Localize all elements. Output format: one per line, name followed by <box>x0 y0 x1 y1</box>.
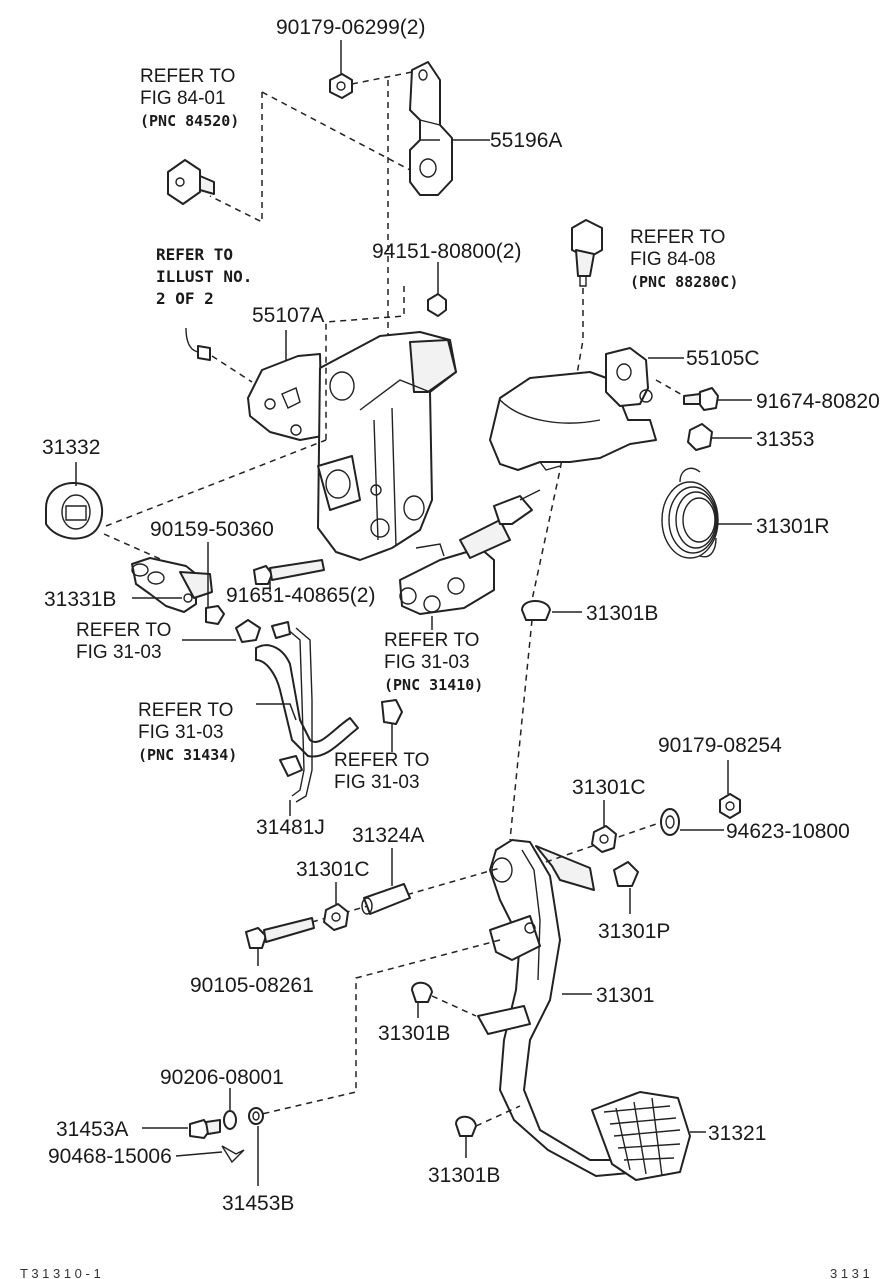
hose-clip <box>381 699 403 725</box>
label-31324A: 31324A <box>352 824 424 847</box>
label-94623-10800: 94623-10800 <box>726 820 850 843</box>
svg-text:2 OF 2: 2 OF 2 <box>156 289 214 308</box>
hose-31481J <box>235 619 359 803</box>
grommet-31332 <box>45 482 104 540</box>
label-31481J: 31481J <box>256 816 325 839</box>
label-55105C: 55105C <box>686 347 760 370</box>
bracket-55196A <box>409 61 453 196</box>
label-31301B-upper: 31301B <box>586 602 658 625</box>
svg-text:REFER TO: REFER TO <box>76 620 171 641</box>
svg-text:REFER TO: REFER TO <box>138 700 233 721</box>
label-31353: 31353 <box>756 428 814 451</box>
refer-illust-2-of-2: REFER TO ILLUST NO. 2 OF 2 <box>156 245 252 308</box>
master-cylinder <box>399 489 541 615</box>
label-90468-15006: 90468-15006 <box>48 1145 172 1168</box>
bushing-31453B <box>248 1107 264 1125</box>
refer-fig-84-01: REFER TO FIG 84-01 (PNC 84520) <box>140 66 239 130</box>
label-31321: 31321 <box>708 1122 766 1145</box>
label-31453A: 31453A <box>56 1118 128 1141</box>
pin-31301B-lower <box>455 1115 477 1137</box>
pin-31453A <box>189 1119 221 1139</box>
clip-31353 <box>687 423 713 451</box>
screw-90159-50360 <box>205 605 225 625</box>
clip-31301P <box>613 861 639 887</box>
refer-fig-31-03-d: REFER TO FIG 31-03 <box>334 750 429 793</box>
svg-text:(PNC 31434): (PNC 31434) <box>138 746 237 764</box>
svg-text:FIG 31-03: FIG 31-03 <box>76 642 162 663</box>
refer-fig-84-08: REFER TO FIG 84-08 (PNC 88280C) <box>630 227 738 291</box>
svg-text:REFER TO: REFER TO <box>334 750 429 771</box>
bracket-55105C <box>489 347 657 471</box>
footer-left-fragment: T 3 1 3 1 0 - 1 <box>20 1266 101 1279</box>
label-31453B: 31453B <box>222 1192 294 1215</box>
label-90179-08254: 90179-08254 <box>658 734 782 757</box>
svg-text:(PNC 84520): (PNC 84520) <box>140 112 239 130</box>
label-31301C-right: 31301C <box>572 776 646 799</box>
spring-31301R <box>661 467 719 559</box>
refer-fig-31-03-a: REFER TO FIG 31-03 <box>76 620 171 663</box>
svg-text:(PNC 88280C): (PNC 88280C) <box>630 273 738 291</box>
refer-fig-31-03-c: REFER TO FIG 31-03 (PNC 31434) <box>138 700 237 764</box>
label-31301B-middle: 31301B <box>378 1022 450 1045</box>
label-55107A: 55107A <box>252 304 324 327</box>
pedal-pad-31321 <box>591 1091 691 1181</box>
washer-90206-08001 <box>223 1110 237 1130</box>
pin-31301B-upper <box>521 600 551 621</box>
refer-fig-31-03-b: REFER TO FIG 31-03 (PNC 31410) <box>384 630 483 694</box>
label-31301P: 31301P <box>598 920 670 943</box>
label-31301R: 31301R <box>756 515 830 538</box>
label-90206-08001: 90206-08001 <box>160 1066 284 1089</box>
svg-text:FIG 31-03: FIG 31-03 <box>334 772 420 793</box>
svg-text:REFER TO: REFER TO <box>156 245 233 264</box>
bracket-55107A <box>247 331 457 561</box>
nut-31301C-b <box>591 825 617 853</box>
nut-90179-08254 <box>719 793 741 819</box>
svg-text:FIG 31-03: FIG 31-03 <box>138 722 224 743</box>
nut-90179-06299 <box>329 73 353 99</box>
label-94151-80800: 94151-80800(2) <box>372 240 521 263</box>
nut-31301C-a <box>323 903 349 931</box>
reservoir-31331B <box>131 557 213 613</box>
washer-94623-10800 <box>660 808 680 836</box>
nut-94151-80800 <box>427 293 447 317</box>
label-91651-40865: 91651-40865(2) <box>226 584 375 607</box>
pedal-arm-31301 <box>477 839 641 1177</box>
label-55196A: 55196A <box>490 129 562 152</box>
bolt-90105-08261 <box>245 917 315 949</box>
label-90159-50360: 90159-50360 <box>150 518 274 541</box>
label-31301: 31301 <box>596 984 654 1007</box>
svg-text:FIG 31-03: FIG 31-03 <box>384 652 470 673</box>
svg-text:ILLUST NO.: ILLUST NO. <box>156 267 252 286</box>
pin-31301B-middle <box>411 981 433 1003</box>
svg-text:REFER TO: REFER TO <box>630 227 725 248</box>
bushing-31324A <box>361 883 411 915</box>
svg-text:FIG 84-08: FIG 84-08 <box>630 249 716 270</box>
label-31301C-left: 31301C <box>296 858 370 881</box>
stop-lamp-switch <box>167 159 215 205</box>
switch-88280C <box>571 219 603 287</box>
svg-text:REFER TO: REFER TO <box>140 66 235 87</box>
label-91674-80820: 91674-80820 <box>756 390 880 413</box>
svg-text:REFER TO: REFER TO <box>384 630 479 651</box>
footer-right-fragment: 3 1 3 1 <box>830 1266 870 1279</box>
svg-text:FIG 84-01: FIG 84-01 <box>140 88 226 109</box>
svg-text:(PNC 31410): (PNC 31410) <box>384 676 483 694</box>
label-90105-08261: 90105-08261 <box>190 974 314 997</box>
label-31331B: 31331B <box>44 588 116 611</box>
label-90179-06299: 90179-06299(2) <box>276 16 425 39</box>
bolt-91651-40865 <box>253 559 325 585</box>
bolt-91674-80820 <box>683 387 719 411</box>
label-31332: 31332 <box>42 436 100 459</box>
label-31301B-lower: 31301B <box>428 1164 500 1187</box>
clip-90468-15006 <box>221 1145 245 1164</box>
